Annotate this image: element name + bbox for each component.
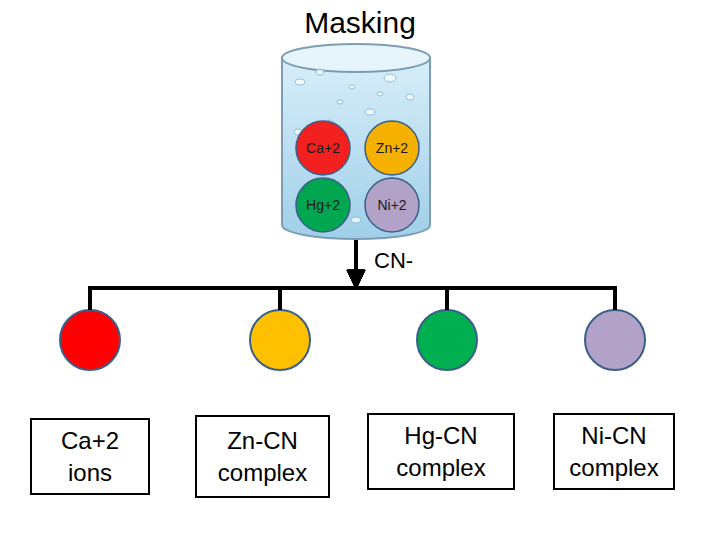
ion-label: Ni+2 [377, 197, 406, 213]
water-bubble [316, 69, 324, 75]
water-bubble [406, 94, 414, 100]
ion-node: Hg+2 [295, 177, 351, 233]
connector-line [90, 240, 356, 310]
branch-connector [90, 240, 365, 310]
text-holder: Zn+2 [364, 120, 420, 176]
result-node: Ni-CN complex [553, 310, 675, 490]
water-bubble [337, 100, 343, 104]
diagram-title: Masking [0, 6, 720, 40]
ion-circle [365, 178, 419, 232]
ion-node: Zn+2 [364, 120, 420, 176]
beaker-rim [282, 44, 430, 72]
complex-circle [417, 310, 477, 370]
ion-label: Zn+2 [376, 140, 408, 156]
connector-line [356, 240, 447, 310]
result-label: Ca+2 ions [42, 425, 138, 489]
arrow-head [347, 270, 365, 289]
water-bubble [365, 109, 375, 115]
ion-label: Ca+2 [306, 140, 340, 156]
branch-connector [280, 240, 365, 310]
reagent-label: CN- [374, 248, 413, 274]
connector-line [280, 240, 356, 310]
arrow-head [347, 270, 365, 289]
result-label: Zn-CN complex [215, 425, 311, 489]
result-node: Zn-CN complex [195, 310, 330, 498]
text-holder: Hg+2 [295, 177, 351, 233]
label-box: Hg-CN complex [367, 413, 515, 490]
branch-connector [347, 240, 447, 310]
arrow-head [347, 270, 365, 289]
result-node: Ca+2 ions [30, 310, 150, 495]
water-bubble [351, 217, 361, 223]
water-bubble [384, 74, 396, 82]
result-node: Hg-CN complex [367, 310, 515, 490]
result-label: Ni-CN complex [566, 420, 662, 484]
ion-node: Ni+2 [364, 177, 420, 233]
arrow-head [347, 270, 365, 289]
text-holder: Ca+2 [295, 120, 351, 176]
ion-label: Hg+2 [306, 197, 340, 213]
connector-line [356, 240, 615, 310]
label-box: Zn-CN complex [195, 415, 330, 498]
ion-circle [296, 121, 350, 175]
branch-connector [347, 240, 615, 310]
ion-circle [60, 310, 120, 370]
beaker-body [282, 58, 430, 239]
label-box: Ni-CN complex [553, 413, 675, 490]
ion-node: Ca+2 [295, 120, 351, 176]
water-bubble [295, 79, 305, 85]
complex-circle [250, 310, 310, 370]
result-label: Hg-CN complex [393, 420, 489, 484]
ion-circle [365, 121, 419, 175]
beaker-node: Ca+2 Zn+2Hg+2 Ni+2 [280, 42, 432, 240]
label-box: Ca+2 ions [30, 418, 150, 495]
ion-circle [296, 178, 350, 232]
water-bubble [377, 92, 383, 96]
complex-circle [585, 310, 645, 370]
text-holder: Ni+2 [364, 177, 420, 233]
water-bubble [349, 85, 355, 89]
